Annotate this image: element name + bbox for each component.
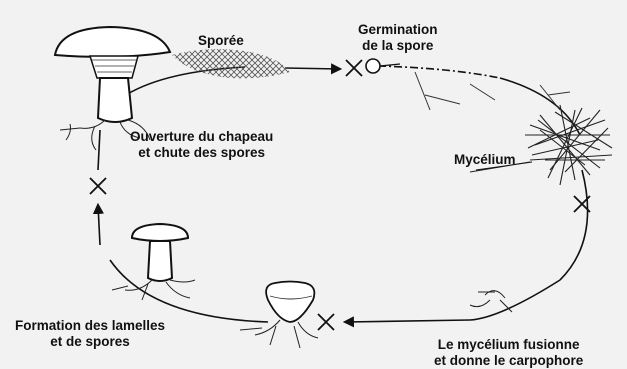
young-mushroom-icon: [112, 224, 195, 300]
label-germination: Germination de la spore: [358, 22, 438, 54]
x-mark-left: [90, 178, 106, 194]
cycle-arc-left: [98, 130, 100, 170]
label-mycelium: Mycélium: [454, 152, 516, 168]
cycle-arrow-left: [98, 205, 100, 245]
x-mark-fusion: [318, 314, 334, 330]
label-fusion: Le mycélium fusionne et donne le carpoph…: [434, 337, 583, 369]
cycle-arc-top-right: [500, 78, 580, 135]
label-formation-line2: et de spores: [15, 334, 165, 350]
x-mark-germination: [346, 60, 362, 76]
cycle-arc-bottom-right: [470, 280, 560, 320]
cycle-arrow-top: [285, 68, 340, 69]
label-fusion-line1: Le mycélium fusionne: [434, 337, 583, 353]
fusion-roots: [470, 291, 512, 312]
mycelium-mass-icon: [470, 105, 612, 185]
label-formation-line1: Formation des lamelles: [15, 318, 165, 334]
label-ouverture: Ouverture du chapeau et chute des spores: [130, 129, 273, 161]
label-sporee-text: Sporée: [198, 33, 244, 49]
label-formation: Formation des lamelles et de spores: [15, 318, 165, 350]
cycle-arc-right: [560, 170, 588, 280]
cycle-path: [98, 66, 588, 322]
button-mushroom-icon: [240, 282, 318, 349]
label-sporee: Sporée: [198, 33, 244, 49]
label-ouverture-line1: Ouverture du chapeau: [130, 129, 273, 145]
spore-print-icon: [172, 49, 290, 78]
label-ouverture-line2: et chute des spores: [130, 145, 273, 161]
cycle-arc-bottom-left: [110, 260, 268, 322]
germination-hypha: [378, 66, 500, 78]
cycle-x-marks: [90, 60, 590, 330]
cycle-arrow-bottom: [345, 320, 470, 322]
label-germination-line2: de la spore: [358, 38, 438, 54]
label-fusion-line2: et donne le carpophore: [434, 353, 583, 369]
label-mycelium-text: Mycélium: [454, 152, 516, 168]
label-germination-line1: Germination: [358, 22, 438, 38]
